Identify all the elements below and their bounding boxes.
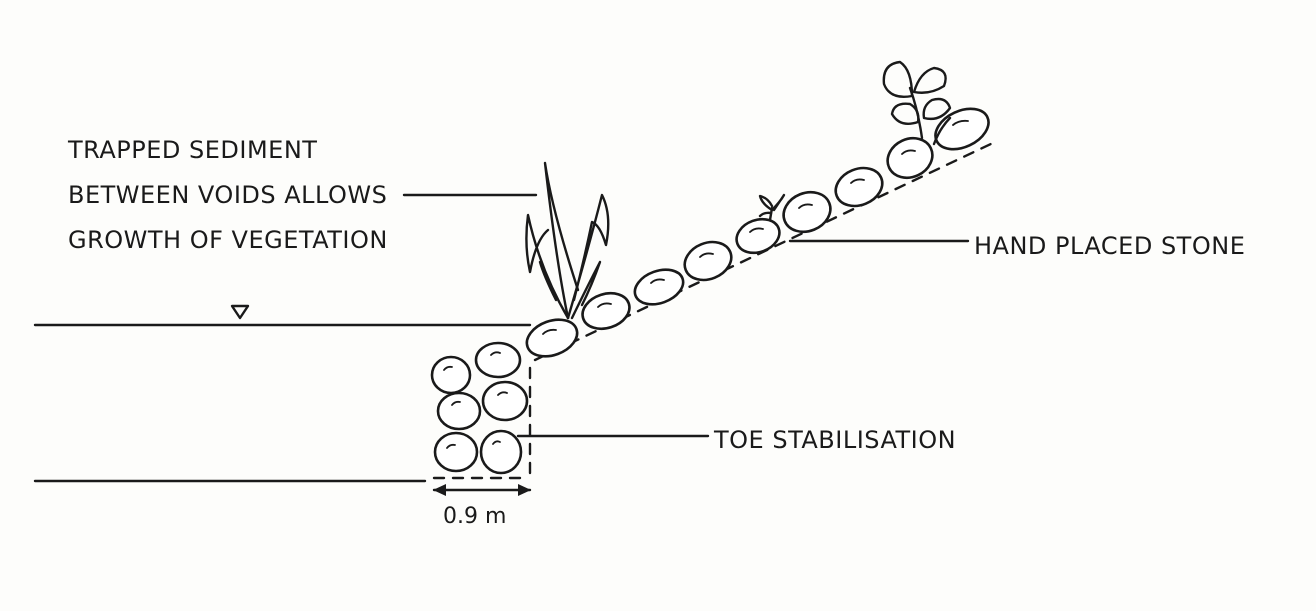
- slope-stones: [525, 107, 990, 358]
- water-level-triangle-icon: [230, 304, 250, 320]
- toe-width-dimension-label: 0.9 m: [443, 504, 507, 529]
- slope-stone: [525, 318, 579, 358]
- slope-stone-marks: [542, 119, 969, 335]
- toe-stabilisation-label: TOE STABILISATION: [714, 426, 957, 454]
- toe-stone: [481, 380, 529, 422]
- toe-stone-marks: [443, 351, 508, 449]
- toe-stones: [430, 341, 529, 475]
- leafy-plant-icon: [882, 60, 952, 146]
- slope-stone: [735, 217, 781, 255]
- small-sprout-icon: [758, 193, 786, 222]
- slope-stone: [683, 240, 733, 282]
- sediment-annotation-line-1: TRAPPED SEDIMENT: [68, 136, 318, 164]
- toe-stone: [479, 429, 523, 475]
- slope-stone: [834, 166, 884, 208]
- slope-stone: [633, 268, 685, 306]
- hand-placed-stone-label: HAND PLACED STONE: [974, 232, 1246, 260]
- slope-stone: [581, 291, 631, 331]
- toe-stone: [474, 341, 522, 379]
- toe-stone: [436, 391, 482, 431]
- toe-stone: [433, 431, 479, 473]
- slope-stone: [934, 107, 990, 151]
- slope-stone: [782, 190, 832, 234]
- slope-stone: [886, 136, 934, 180]
- sediment-annotation-line-3: GROWTH OF VEGETATION: [68, 226, 388, 254]
- toe-stone: [430, 355, 472, 395]
- dimension-arrow-right-icon: [518, 484, 531, 496]
- sediment-annotation-line-2: BETWEEN VOIDS ALLOWS: [68, 181, 388, 209]
- reed-plant-icon: [525, 161, 610, 320]
- dimension-arrow-left-icon: [433, 484, 446, 496]
